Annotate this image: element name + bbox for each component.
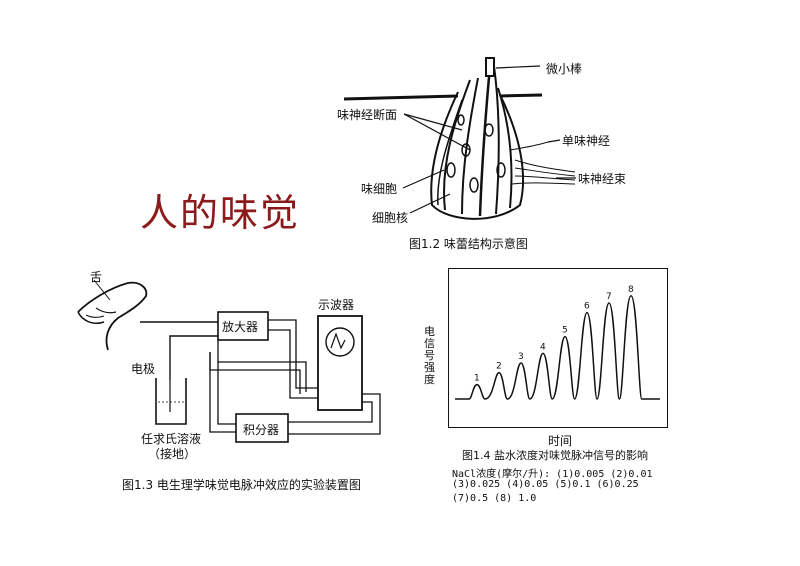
nerve-fiber-4 — [511, 182, 576, 185]
cell-line-5 — [497, 87, 513, 209]
label-amplifier: 放大器 — [222, 320, 259, 334]
peak-label: 1 — [474, 374, 480, 384]
tongue-outline — [77, 311, 105, 324]
label-cross-section: 味神经断面 — [337, 108, 398, 122]
cell-line-2 — [461, 77, 479, 215]
peak-label: 5 — [562, 326, 568, 336]
hand-outline — [77, 281, 148, 351]
peak-label: 3 — [518, 352, 524, 362]
caption-fig13: 图1.3 电生理学味觉电脉冲效应的实验装置图 — [122, 478, 361, 492]
surface-line-right — [499, 93, 543, 98]
tongue-line — [85, 314, 105, 318]
slide-title: 人的味觉 — [140, 191, 301, 235]
leader-taste-cell — [402, 169, 445, 189]
peak-label: 4 — [540, 342, 546, 352]
label-tongue: 舌 — [90, 270, 103, 284]
finger-line — [95, 307, 117, 314]
wire-amp-osc-2 — [268, 329, 318, 399]
leader-single-nerve — [547, 139, 561, 143]
nucleus-4 — [484, 123, 494, 137]
label-single-nerve: 单味神经 — [562, 134, 611, 148]
beaker — [155, 378, 187, 425]
amplifier-box — [217, 311, 269, 341]
leader-nucleus — [409, 193, 451, 214]
wire-loop-2 — [217, 340, 307, 392]
microvilli-rod — [485, 57, 495, 77]
cell-line-1 — [443, 79, 471, 211]
label-ringer-solution: 任求氏溶液 — [141, 432, 202, 446]
pulse-chart-frame: 1 2 3 4 5 6 7 8 — [448, 268, 668, 428]
wire-loop-1 — [209, 352, 301, 394]
pulse-chart-plot: 1 2 3 4 5 6 7 8 — [455, 285, 660, 400]
label-nerve-bundle: 味神经束 — [578, 172, 627, 186]
nerve-fiber-3 — [514, 175, 576, 181]
nucleus-6 — [457, 114, 465, 126]
label-ground: （接地） — [148, 447, 197, 461]
wire-electrode — [169, 335, 218, 380]
pulse-trace — [455, 295, 660, 400]
bud-outline — [430, 91, 525, 220]
label-taste-cell: 味细胞 — [361, 182, 398, 196]
leader-microvilli — [495, 65, 541, 69]
wire-amp-osc-1 — [268, 319, 318, 389]
cell-line-3 — [478, 65, 492, 217]
legend-line-2: (3)0.025 (4)0.05 (5)0.1 (6)0.25 — [452, 479, 639, 490]
pulse-chart-xlabel: 时间 — [548, 434, 573, 448]
label-electrode: 电极 — [131, 362, 156, 376]
leader-cross-2 — [403, 113, 471, 151]
integrator-box — [235, 413, 289, 443]
nucleus-5 — [496, 162, 506, 178]
wire-to-integrator-1 — [209, 352, 236, 433]
label-microvilli: 微小棒 — [546, 62, 583, 76]
nucleus-1 — [446, 162, 456, 178]
label-oscilloscope: 示波器 — [318, 298, 355, 312]
peak-label: 7 — [606, 292, 612, 302]
peak-label: 6 — [584, 302, 590, 312]
caption-fig14: 图1.4 盐水浓度对味觉脉冲信号的影响 — [462, 449, 648, 462]
tongue-leader — [93, 279, 111, 301]
nerve-fiber-5 — [509, 141, 549, 151]
wire-to-integrator-2 — [217, 362, 236, 425]
nerve-fiber-2 — [514, 167, 576, 177]
oscilloscope-trace — [330, 332, 346, 350]
cell-line-4 — [493, 65, 500, 215]
leader-cross-1 — [403, 113, 463, 131]
wire-int-osc-2 — [288, 393, 381, 435]
pulse-chart-ylabel: 电信号强度 — [424, 325, 435, 386]
wire-int-osc-1 — [288, 401, 373, 423]
surface-line-left — [343, 94, 459, 101]
cell-line-6 — [437, 99, 463, 206]
oscilloscope-screen — [325, 327, 355, 357]
nerve-fiber-1 — [514, 159, 576, 173]
peak-label: 8 — [628, 285, 634, 295]
legend-line-1: NaCl浓度(摩尔/升): (1)0.005 (2)0.01 — [452, 469, 653, 480]
nucleus-3 — [469, 177, 479, 193]
label-nucleus: 细胞核 — [372, 211, 409, 225]
caption-fig12: 图1.2 味蕾结构示意图 — [409, 237, 528, 251]
peak-label: 2 — [496, 362, 502, 372]
legend-line-3: (7)0.5 (8) 1.0 — [452, 493, 537, 504]
label-integrator: 积分器 — [243, 423, 280, 437]
